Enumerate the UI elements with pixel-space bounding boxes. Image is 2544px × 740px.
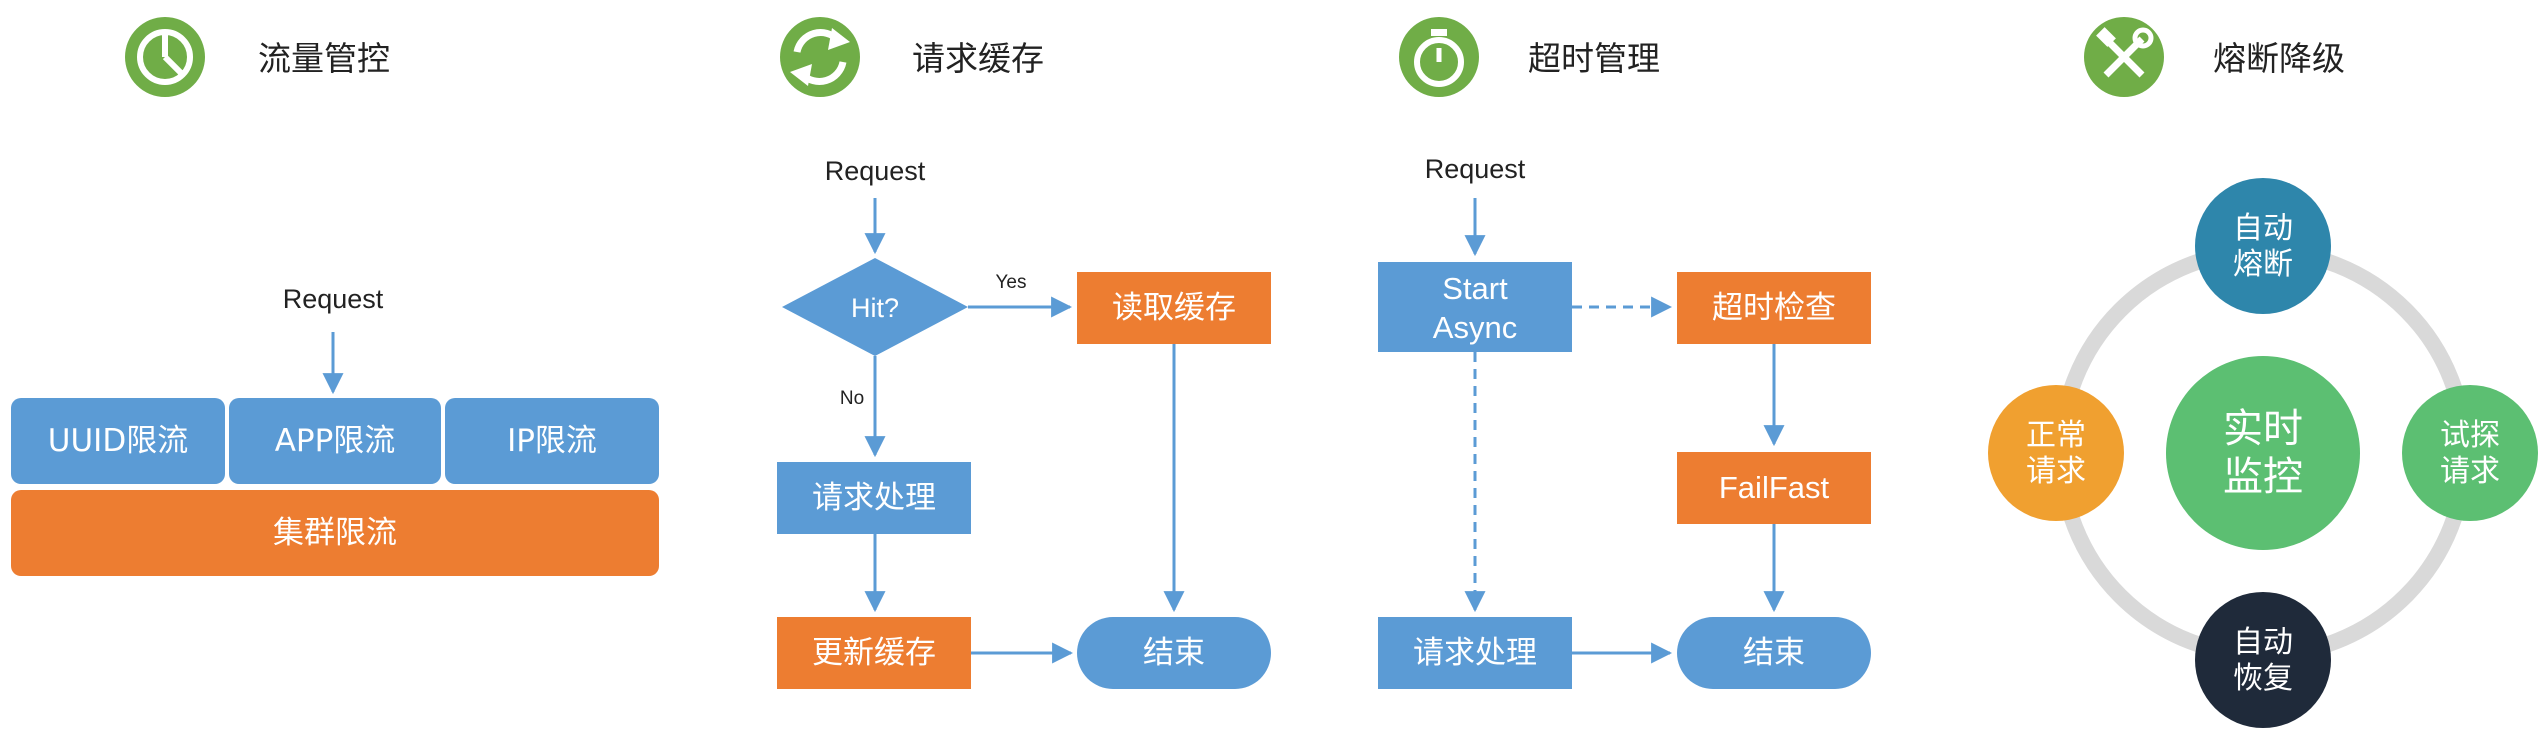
- section-title-timeout-mgmt: 超时管理: [1528, 39, 1660, 78]
- tools-icon: [2084, 17, 2164, 97]
- auto-recover-line1: 自动: [2233, 625, 2293, 660]
- hit-decision-diamond: [782, 258, 968, 356]
- yes-label: Yes: [996, 272, 1027, 293]
- ip-limit-box: [445, 398, 659, 484]
- cache-process-box: [777, 462, 971, 534]
- app-limit-box: [229, 398, 441, 484]
- refresh-icon: [780, 17, 860, 97]
- uuid-limit-label: UUID限流: [48, 423, 188, 459]
- failfast-label: FailFast: [1719, 470, 1830, 505]
- app-limit-label: APP限流: [275, 423, 396, 459]
- auto-break-node: [2195, 178, 2331, 314]
- section-timeout-mgmt: 超时管理 Request Start Async 超时检查 FailFast 请…: [1378, 17, 1871, 689]
- start-async-box: [1378, 262, 1572, 352]
- timeout-check-box: [1677, 272, 1871, 344]
- auto-recover-node: [2195, 592, 2331, 728]
- timeout-request-label: Request: [1425, 154, 1526, 184]
- cache-process-label: 请求处理: [812, 480, 936, 516]
- ip-limit-label: IP限流: [507, 423, 597, 459]
- cache-end-terminal: [1077, 617, 1271, 689]
- cache-request-label: Request: [825, 156, 926, 186]
- section-request-cache: 请求缓存 Request Hit? Yes 读取缓存 No 请求处理 更新缓存 …: [777, 17, 1271, 689]
- normal-request-line2: 请求: [2026, 454, 2086, 489]
- read-cache-box: [1077, 272, 1271, 344]
- timeout-end-terminal: [1677, 617, 1871, 689]
- normal-request-line1: 正常: [2026, 418, 2086, 453]
- timeout-process-box: [1378, 617, 1572, 689]
- stopwatch-icon: [1399, 17, 1479, 97]
- section-title-flow-control: 流量管控: [258, 39, 390, 78]
- probe-request-line1: 试探: [2440, 418, 2500, 453]
- probe-request-line2: 请求: [2440, 454, 2500, 489]
- section-title-request-cache: 请求缓存: [912, 39, 1044, 78]
- no-label: No: [840, 388, 864, 409]
- section-title-circuit-breaker: 熔断降级: [2213, 39, 2345, 78]
- cluster-limit-box: [11, 490, 659, 576]
- read-cache-label: 读取缓存: [1112, 290, 1236, 326]
- section-circuit-breaker: 熔断降级 实时 监控 自动 熔断 试探 请求 自动 恢复 正常 请求: [1988, 17, 2538, 728]
- update-cache-label: 更新缓存: [812, 635, 936, 671]
- realtime-monitor-line2: 监控: [2223, 454, 2303, 500]
- start-async-line2: Async: [1433, 310, 1517, 345]
- auto-recover-line2: 恢复: [2233, 661, 2293, 696]
- start-async-line1: Start: [1442, 271, 1508, 306]
- realtime-monitor-line1: 实时: [2223, 406, 2303, 452]
- section-flow-control: 流量管控 Request UUID限流 APP限流 IP限流 集群限流: [11, 17, 659, 576]
- realtime-monitor-node: [2166, 356, 2360, 550]
- auto-break-line2: 熔断: [2233, 247, 2293, 282]
- cluster-limit-label: 集群限流: [273, 515, 397, 551]
- failfast-box: [1677, 452, 1871, 524]
- timeout-check-label: 超时检查: [1712, 290, 1836, 326]
- pie-chart-icon: [125, 17, 205, 97]
- request-label: Request: [283, 284, 384, 314]
- uuid-limit-box: [11, 398, 225, 484]
- cache-end-label: 结束: [1143, 635, 1205, 671]
- update-cache-box: [777, 617, 971, 689]
- auto-break-line1: 自动: [2233, 211, 2293, 246]
- hit-decision-label: Hit?: [851, 293, 899, 323]
- normal-request-node: [1988, 385, 2124, 521]
- probe-request-node: [2402, 385, 2538, 521]
- timeout-end-label: 结束: [1743, 635, 1805, 671]
- timeout-process-label: 请求处理: [1413, 635, 1537, 671]
